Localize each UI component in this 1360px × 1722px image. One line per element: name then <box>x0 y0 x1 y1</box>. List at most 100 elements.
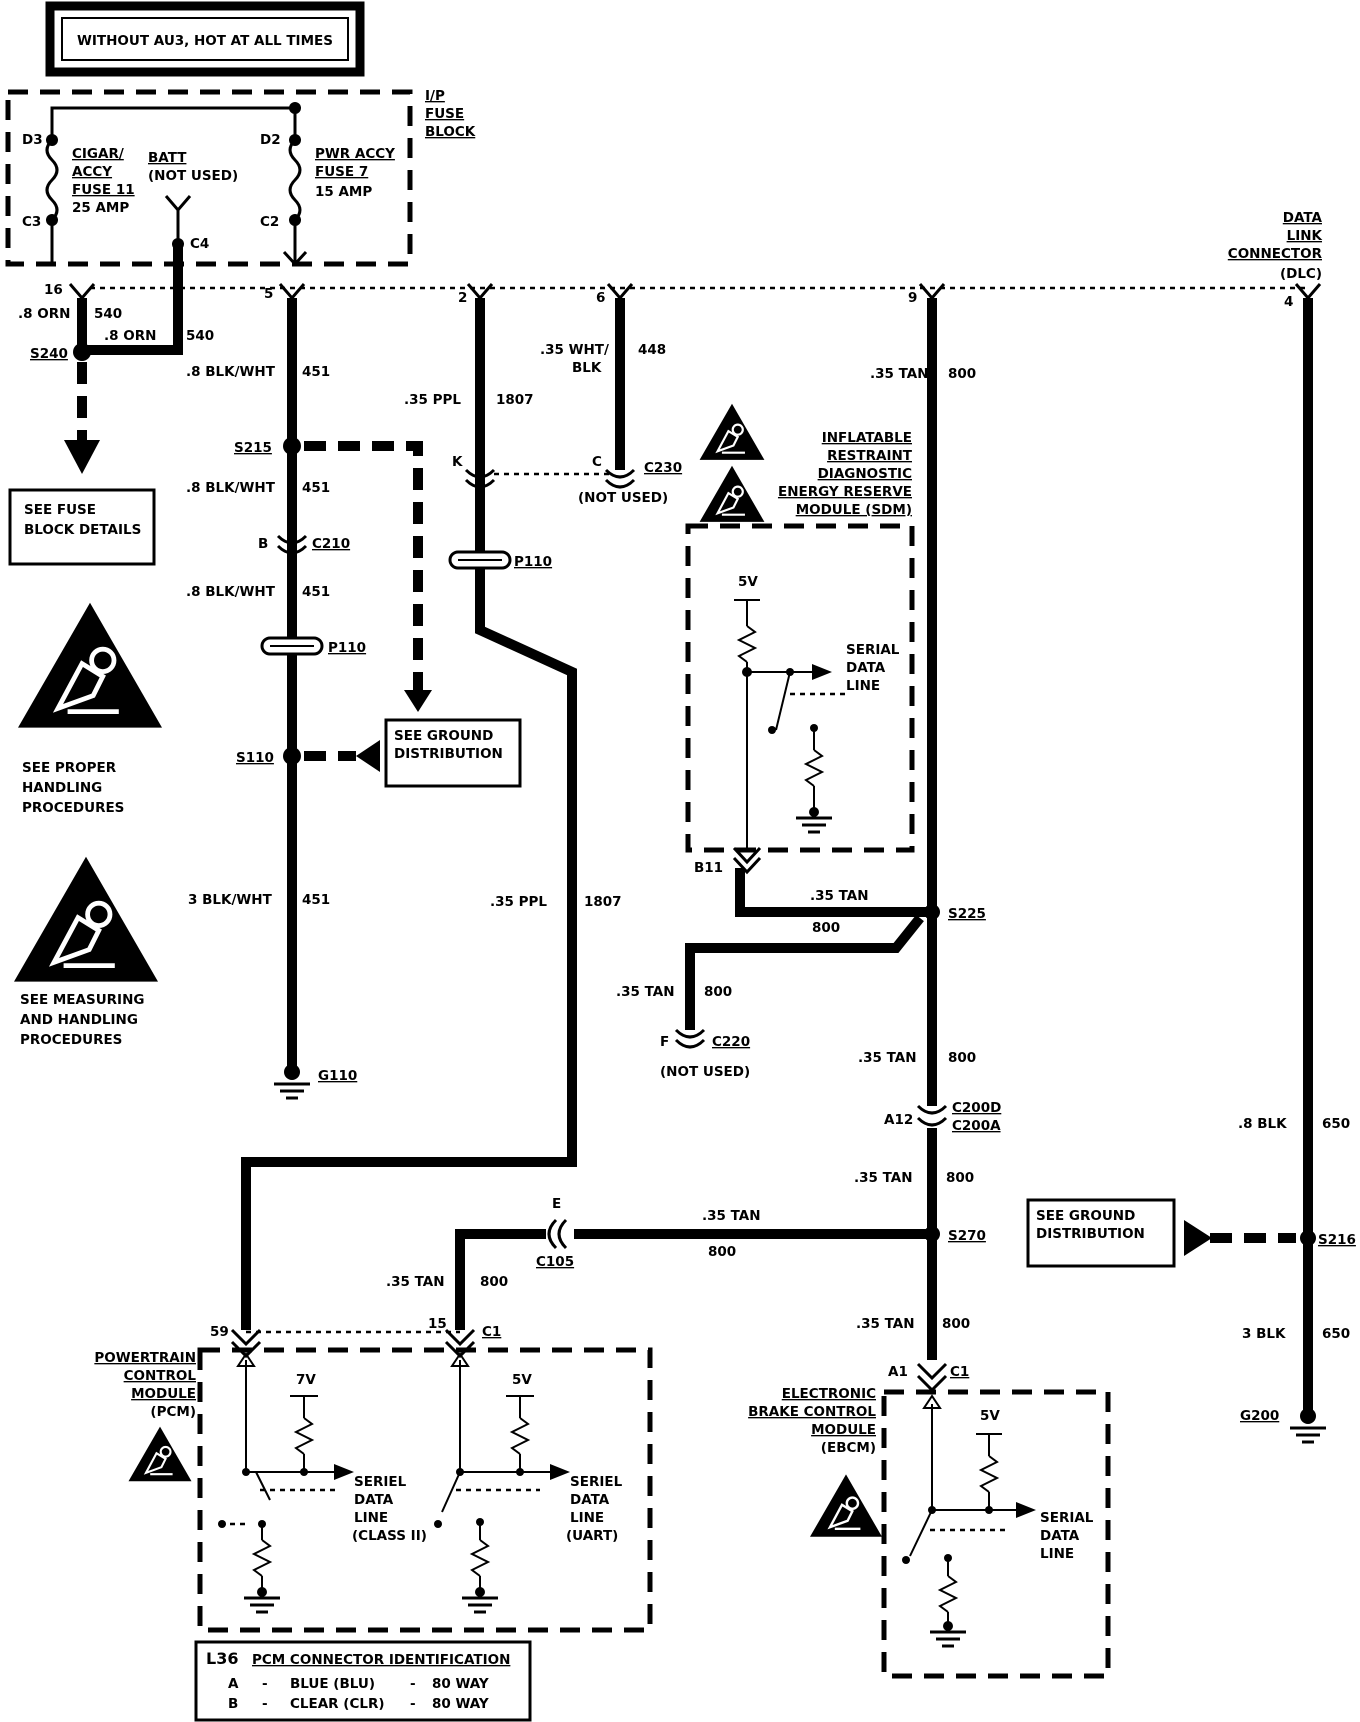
pcm-title-2: CONTROL <box>124 1368 197 1384</box>
pcm-v2: 5V <box>512 1372 532 1388</box>
see-ground-a-box <box>384 718 522 788</box>
pin-c3: C3 <box>22 214 41 230</box>
w800-a-label: .35 TAN <box>870 366 929 382</box>
w800-h-label: .35 TAN <box>856 1316 915 1332</box>
w800-g-label: .35 TAN <box>386 1274 445 1290</box>
w451-a-num: 451 <box>302 364 330 380</box>
see-ground-a-1: SEE GROUND <box>394 728 493 744</box>
w540-left-label: .8 ORN <box>18 306 70 322</box>
b11-pin: B11 <box>694 860 723 876</box>
header-title: WITHOUT AU3, HOT AT ALL TIMES <box>77 33 333 49</box>
legend-row-b-letter: B <box>228 1696 238 1712</box>
c220-label: C220 <box>712 1034 750 1050</box>
ebcm-voltage: 5V <box>980 1408 1000 1424</box>
pcm-pin-59: 59 <box>210 1324 229 1340</box>
dlc-pin-4: 4 <box>1284 294 1293 310</box>
sdm-title-4: ENERGY RESERVE <box>778 484 912 500</box>
p110a-label: P110 <box>328 640 366 656</box>
c200d-label: C200D <box>952 1100 1001 1116</box>
sdm-title-2: RESTRAINT <box>827 448 913 464</box>
splice-s110: S110 <box>236 750 274 766</box>
ebcm-line-1: SERIAL <box>1040 1510 1094 1526</box>
w800-e-num: 800 <box>946 1170 974 1186</box>
fuse7-label-1: PWR ACCY <box>315 146 395 162</box>
pcm-abbr: (PCM) <box>150 1404 196 1420</box>
circuit-451: .8 BLK/WHT 451 S215 .8 BLK/WHT 451 B C21… <box>186 298 522 1100</box>
w1807-a-label: .35 PPL <box>404 392 461 408</box>
ground-g200: G200 <box>1240 1408 1279 1424</box>
legend-row-b-size: 80 WAY <box>432 1696 489 1712</box>
fuse7-element <box>288 138 302 222</box>
pcm-line2-4: (UART) <box>566 1528 618 1544</box>
legend-row-a-dash2: - <box>410 1676 416 1692</box>
legend-row-b-dash2: - <box>410 1696 416 1712</box>
fuse7-label-3: 15 AMP <box>315 184 372 200</box>
p110a-passthrough <box>260 636 324 656</box>
w451-d-num: 451 <box>302 892 330 908</box>
w800-f-num: 800 <box>708 1244 736 1260</box>
see-ground-b-box <box>1026 1198 1176 1268</box>
ebcm-title-3: MODULE <box>811 1422 876 1438</box>
w800-b-num: 800 <box>812 920 840 936</box>
w800-c-label: .35 TAN <box>616 984 675 1000</box>
sdm-line-2: DATA <box>846 660 886 676</box>
dlc-pin-16: 16 <box>44 282 63 298</box>
pcm-line2-1: SERIEL <box>570 1474 623 1490</box>
pcm-connector-legend: L36 PCM CONNECTOR IDENTIFICATION A - BLU… <box>194 1640 532 1722</box>
legend-title: PCM CONNECTOR IDENTIFICATION <box>252 1652 510 1668</box>
esd-icon-ebcm <box>808 1473 884 1539</box>
see-ground-b-2: DISTRIBUTION <box>1036 1226 1145 1242</box>
sdm-voltage: 5V <box>738 574 758 590</box>
fuse-block-title-2: FUSE <box>425 106 464 122</box>
legend-row-b-dash1: - <box>262 1696 268 1712</box>
ebcm-line-2: DATA <box>1040 1528 1080 1544</box>
w451-c-num: 451 <box>302 584 330 600</box>
batt-terminal <box>164 195 192 244</box>
sdm-title-3: DIAGNOSTIC <box>818 466 912 482</box>
esd-icon-sdm-2 <box>698 464 766 523</box>
w650-a-num: 650 <box>1322 1116 1350 1132</box>
w800-d-label: .35 TAN <box>858 1050 917 1066</box>
splice-s270: S270 <box>948 1228 986 1244</box>
pcm-pin-15: 15 <box>428 1316 447 1332</box>
pcm-line1-1: SERIEL <box>354 1474 407 1490</box>
w800-g-num: 800 <box>480 1274 508 1290</box>
ground-g110: G110 <box>318 1068 357 1084</box>
fuse11-label-1: CIGAR/ <box>72 146 124 162</box>
circuit-448: .35 WHT/ BLK 448 C C230 (NOT USED) <box>540 298 682 506</box>
legend-row-a-dash1: - <box>262 1676 268 1692</box>
sdm-module: INFLATABLE RESTRAINT DIAGNOSTIC ENERGY R… <box>685 430 915 876</box>
fuse11-label-4: 25 AMP <box>72 200 129 216</box>
w800-b-label: .35 TAN <box>810 888 869 904</box>
esd-icon-measuring <box>14 857 158 982</box>
legend-code: L36 <box>206 1649 238 1668</box>
splice-s215a: S215 <box>234 440 272 456</box>
fuse11-element <box>45 138 59 222</box>
pin-c4: C4 <box>190 236 209 252</box>
circuit-540: .8 ORN 540 .8 ORN 540 S240 SEE FUSE BLOC… <box>8 244 214 566</box>
dlc-title-1: DATA <box>1283 210 1323 226</box>
c210-connector <box>276 534 308 555</box>
pcm-title-1: POWERTRAIN <box>94 1350 196 1366</box>
ebcm-title-1: ELECTRONIC <box>782 1386 876 1402</box>
fuse7-label-2: FUSE 7 <box>315 164 368 180</box>
dlc-pin-5: 5 <box>264 286 273 302</box>
esd-icon-proper-handling <box>18 603 162 728</box>
w1807-a-num: 1807 <box>496 392 534 408</box>
pcm-line1-3: LINE <box>354 1510 388 1526</box>
measuring-1: SEE MEASURING <box>20 992 144 1008</box>
c105-pin: E <box>552 1196 561 1212</box>
ebcm-a1: A1 <box>888 1364 908 1380</box>
w540-right-num: 540 <box>186 328 214 344</box>
legend-row-a-size: 80 WAY <box>432 1676 489 1692</box>
ebcm-line-3: LINE <box>1040 1546 1074 1562</box>
w540-left-num: 540 <box>94 306 122 322</box>
pcm-line2-2: DATA <box>570 1492 610 1508</box>
header-box: WITHOUT AU3, HOT AT ALL TIMES <box>45 1 365 77</box>
pin-d2: D2 <box>260 132 281 148</box>
measuring-3: PROCEDURES <box>20 1032 122 1048</box>
w451-b-label: .8 BLK/WHT <box>186 480 276 496</box>
w800-d-num: 800 <box>948 1050 976 1066</box>
fuse-block: I/P FUSE BLOCK D3 C3 D2 C2 C4 CIGAR/ ACC… <box>5 88 476 267</box>
